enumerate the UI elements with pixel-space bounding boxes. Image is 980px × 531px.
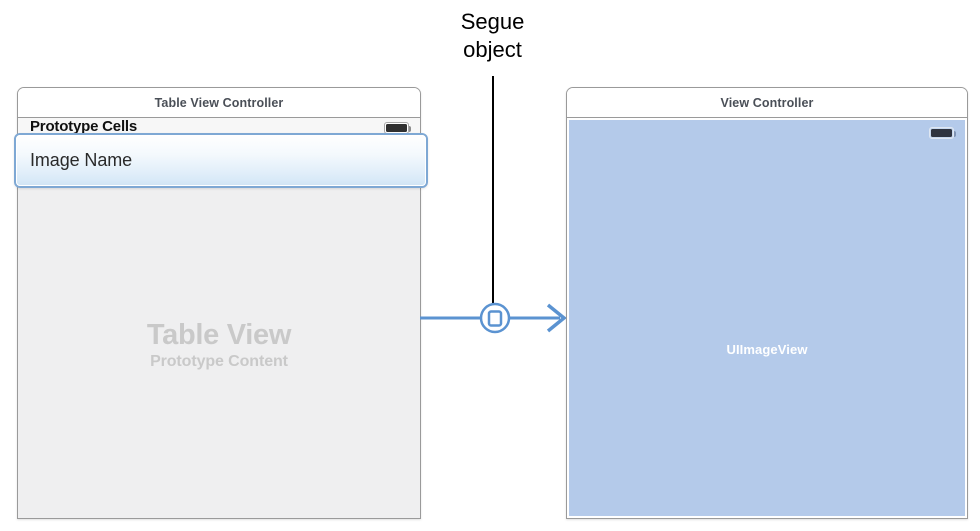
arrow-right-icon	[546, 303, 567, 333]
prototype-cells-section-header: Prototype Cells	[30, 118, 138, 135]
table-view-controller-titlebar: Table View Controller	[18, 88, 420, 118]
uiimageview-element[interactable]: UIImageView	[569, 120, 965, 516]
table-view-placeholder: Table View Prototype Content	[18, 319, 420, 373]
battery-fill	[386, 124, 407, 132]
table-view-plate[interactable]: Table View Prototype Content	[18, 140, 420, 518]
prototype-cell-selected[interactable]: Image Name	[14, 133, 428, 188]
segue-callout-line-1: Segue	[460, 9, 525, 34]
segue-callout: Segue object	[420, 8, 565, 64]
table-view-controller-title: Table View Controller	[154, 95, 284, 110]
prototype-cell-inner-highlight	[16, 135, 426, 186]
table-view-placeholder-subtitle: Prototype Content	[150, 353, 288, 370]
battery-nub	[408, 126, 411, 132]
table-view-placeholder-title: Table View	[146, 319, 292, 351]
battery-nub	[953, 131, 956, 137]
battery-icon	[929, 127, 956, 139]
view-controller-scene[interactable]: View Controller UIImageView	[566, 87, 968, 519]
segue-object-glyph	[487, 310, 503, 327]
view-controller-titlebar: View Controller	[567, 88, 967, 118]
prototype-cell-label: Image Name	[30, 150, 133, 170]
view-controller-body[interactable]: UIImageView	[567, 118, 967, 518]
segue-callout-leader-line	[492, 76, 494, 304]
view-controller-title: View Controller	[720, 95, 814, 110]
battery-fill	[931, 129, 952, 137]
uiimageview-label: UIImageView	[726, 342, 808, 357]
segue-connector[interactable]	[420, 288, 570, 348]
segue-callout-line-2: object	[463, 37, 522, 62]
